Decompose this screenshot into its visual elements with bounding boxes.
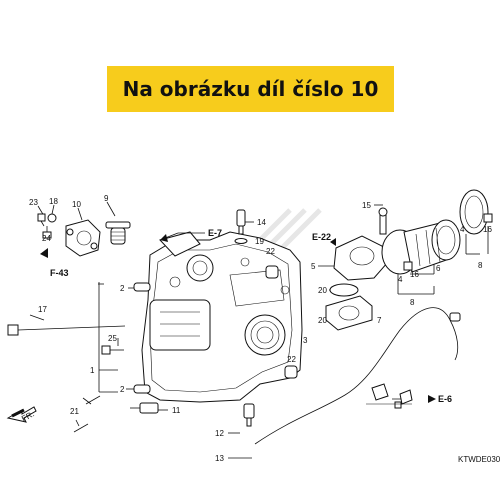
callout-10: 10 <box>72 200 81 209</box>
part-17-long-bolt <box>7 324 126 336</box>
callout-17: 17 <box>38 305 47 314</box>
callout-3: 3 <box>303 336 308 345</box>
dowel-pins <box>133 282 151 394</box>
callout-18: 18 <box>49 197 58 206</box>
ref-e6: E-6 <box>438 394 452 404</box>
ref-f43: F-43 <box>50 268 69 278</box>
callout-9: 9 <box>104 194 109 203</box>
part-11-spark-plug <box>130 402 159 414</box>
ref-e22: E-22 <box>312 232 331 242</box>
callout-4a: 4 <box>398 275 403 284</box>
part-number-banner: Na obrázku díl číslo 10 <box>107 66 394 112</box>
callout-12: 12 <box>215 429 224 438</box>
cylinder-head <box>141 231 303 403</box>
callout-24: 24 <box>42 234 51 243</box>
part-21-studs <box>73 395 101 433</box>
part-12-sensor-cable <box>243 307 461 445</box>
callout-14: 14 <box>257 218 266 227</box>
callout-22a: 22 <box>266 247 275 256</box>
banner-text: Na obrázku díl číslo 10 <box>122 77 379 101</box>
part-22-collars <box>265 265 298 379</box>
callout-19: 19 <box>255 237 264 246</box>
part-10-thermostat-housing <box>65 219 101 257</box>
callout-20a: 20 <box>318 286 327 295</box>
callout-numbers: 23 18 10 9 24 14 19 15 22 5 20 20 7 4 6 … <box>29 194 492 463</box>
part-25-bolt <box>101 345 124 355</box>
callout-21: 21 <box>70 407 79 416</box>
callout-8b: 8 <box>478 261 483 270</box>
callout-25: 25 <box>108 334 117 343</box>
diagram-code: KTWDE0300 <box>458 455 500 464</box>
callout-20b: 20 <box>318 316 327 325</box>
callout-2b: 2 <box>120 385 125 394</box>
callout-11: 11 <box>172 406 181 415</box>
callout-1: 1 <box>90 366 95 375</box>
callout-8a: 8 <box>410 298 415 307</box>
callout-7: 7 <box>377 316 382 325</box>
front-direction-arrow <box>6 406 37 423</box>
callout-22b: 22 <box>287 355 296 364</box>
callout-13: 13 <box>215 454 224 463</box>
part-6-intake-joint <box>381 219 461 275</box>
callout-4b: 4 <box>460 225 465 234</box>
part-5-intake-manifold <box>333 207 389 281</box>
e6-connector-group <box>366 383 413 409</box>
reference-pointers <box>40 232 436 403</box>
part-16-band-clamps <box>403 189 493 271</box>
small-fasteners <box>37 213 57 239</box>
callout-5: 5 <box>311 262 316 271</box>
callout-23: 23 <box>29 198 38 207</box>
part-7-insulator <box>325 295 373 331</box>
ref-e7: E-7 <box>208 228 222 238</box>
callout-16a: 16 <box>410 270 419 279</box>
part-14-sensor <box>234 209 248 244</box>
callout-15: 15 <box>362 201 371 210</box>
callout-16b: 16 <box>483 225 492 234</box>
part-9-thermostat <box>105 221 131 245</box>
callout-2a: 2 <box>120 284 125 293</box>
callout-6: 6 <box>436 264 441 273</box>
